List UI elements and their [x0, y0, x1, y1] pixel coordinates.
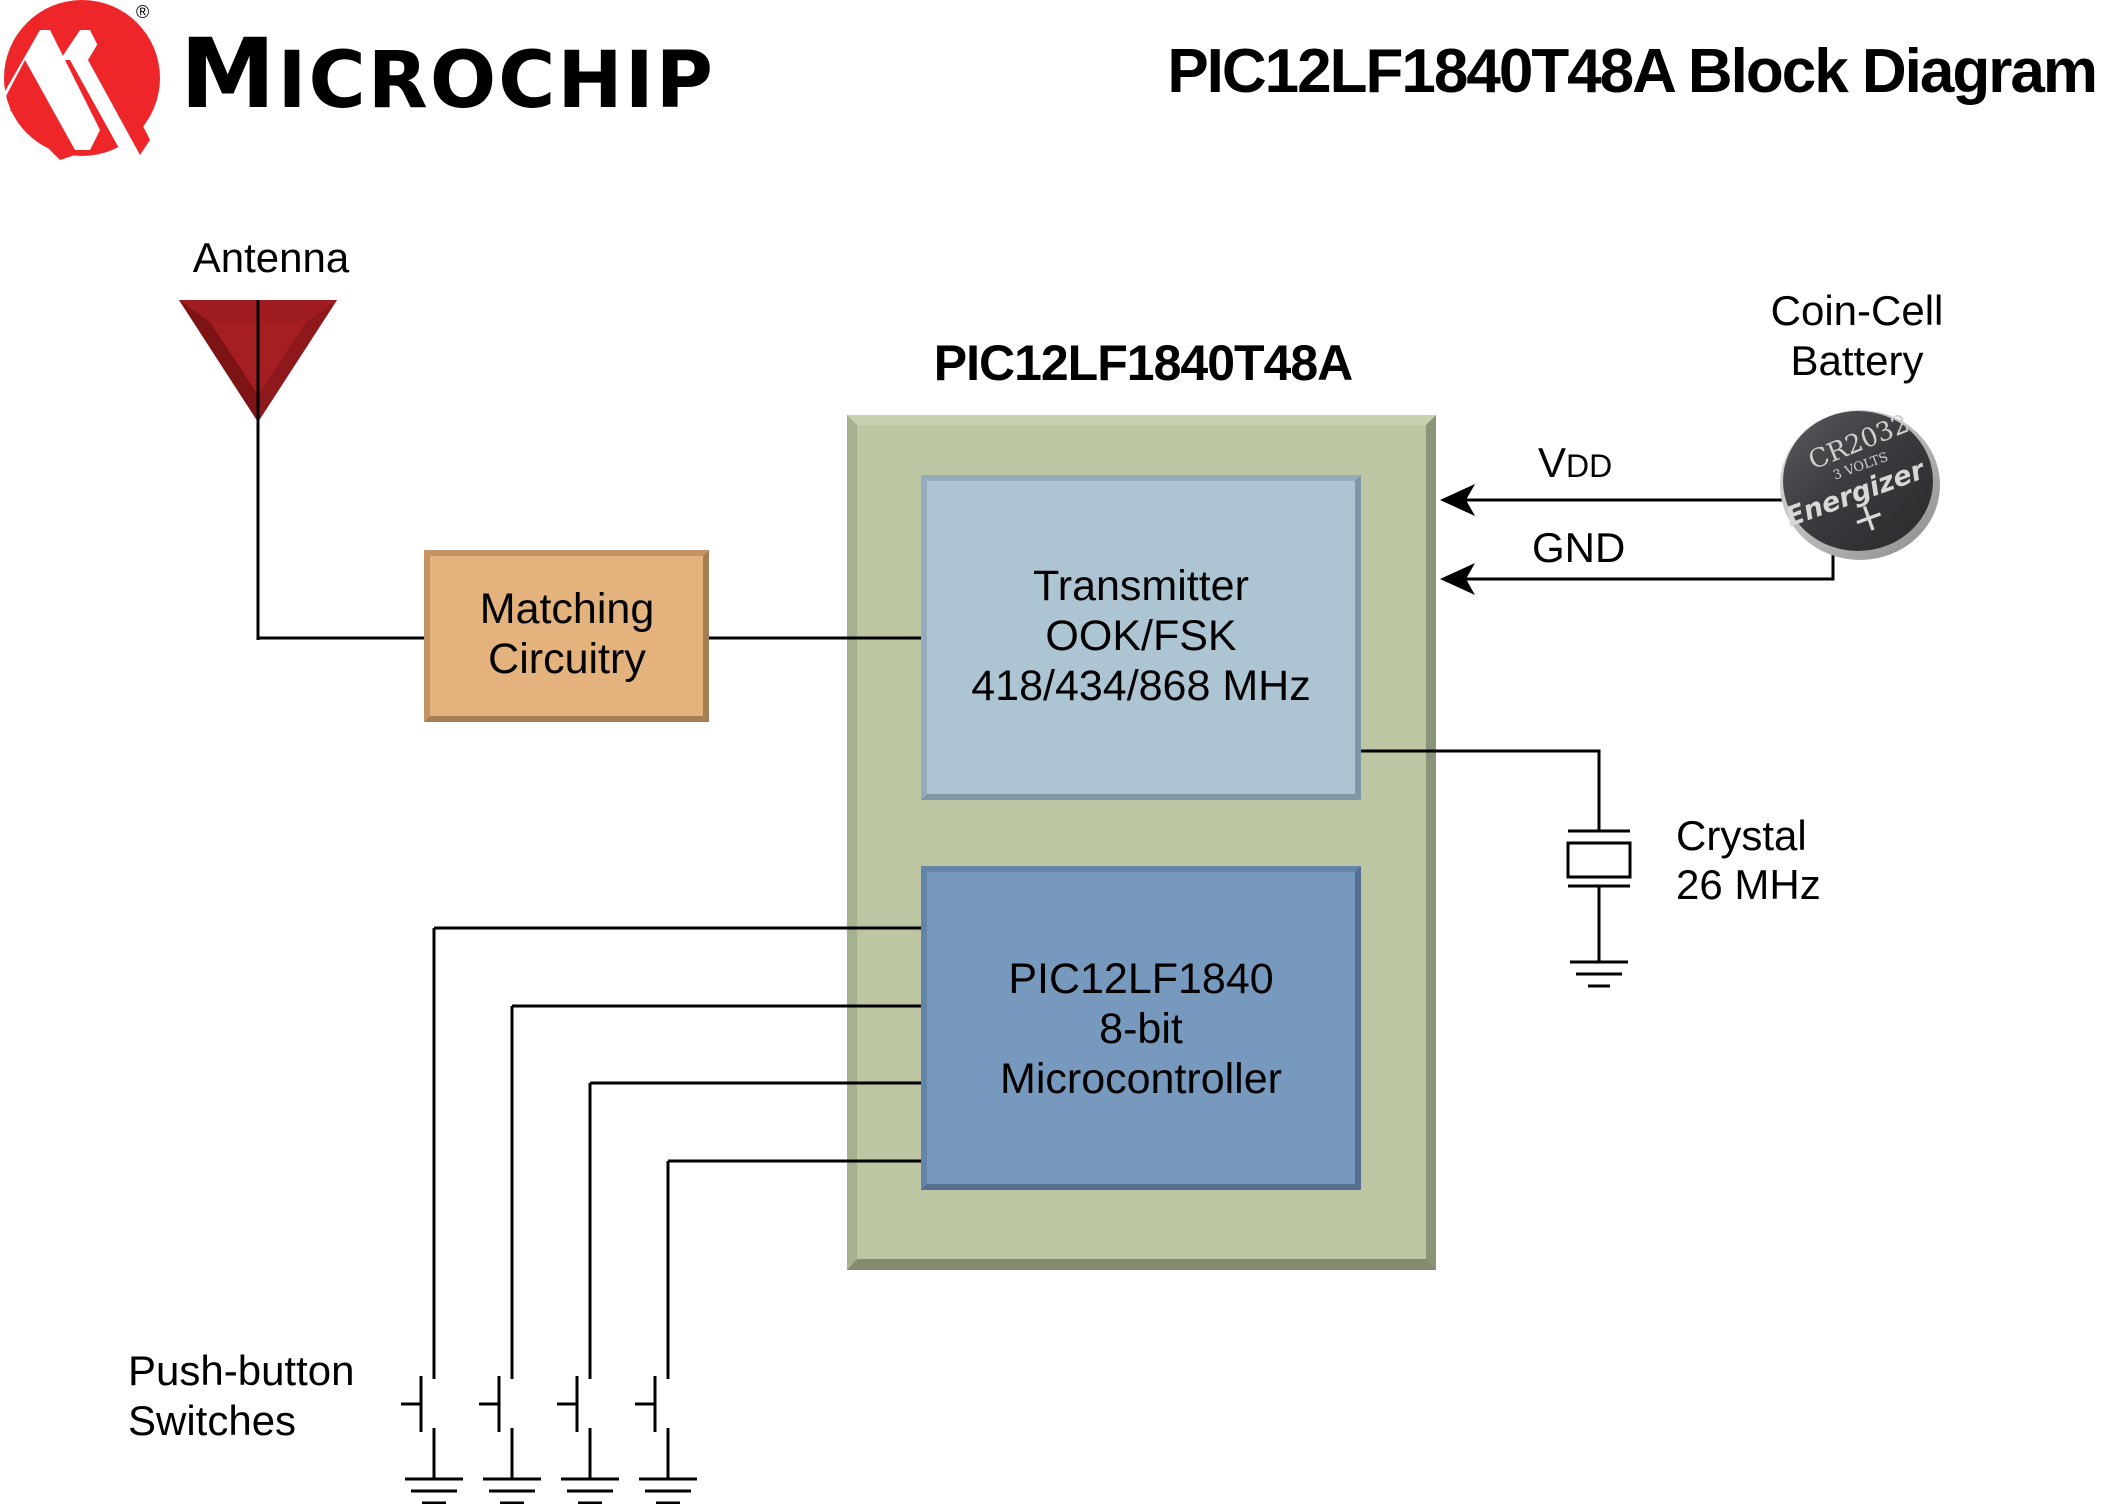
brand-rest: ICROCHIP: [278, 36, 715, 126]
crystal-label-line2: 26 MHz: [1676, 861, 1821, 908]
gnd-wire: [1460, 553, 1835, 581]
crystal-icon: [1566, 829, 1632, 888]
switch-group: [401, 926, 921, 1504]
registered-mark: ®: [136, 2, 149, 22]
gnd-label: GND: [1532, 524, 1625, 571]
crystal-wire-top: [1361, 749, 1601, 830]
antenna-label: Antenna: [193, 234, 350, 281]
mcu-label-line1: PIC12LF1840: [1008, 955, 1273, 1003]
mcu-label-line2: 8-bit: [1099, 1005, 1183, 1053]
matching-label-line2: Circuitry: [488, 635, 646, 683]
matching-label-line1: Matching: [480, 585, 654, 633]
coin-cell-battery-icon: CR2032 3 VOLTS Energizer +: [1780, 409, 1940, 560]
microchip-logo-icon: [0, 0, 160, 160]
page-title: PIC12LF1840T48A Block Diagram: [1167, 37, 2096, 106]
push-button-switch: [557, 1081, 921, 1504]
vdd-main: V: [1538, 439, 1566, 486]
vdd-subscript: DD: [1566, 448, 1612, 484]
battery-label-line2: Battery: [1790, 337, 1923, 384]
chip-title: PIC12LF1840T48A: [934, 335, 1353, 391]
microcontroller-block: PIC12LF1840 8-bit Microcontroller: [921, 866, 1361, 1190]
switches-label-line1: Push-button: [128, 1347, 355, 1394]
switch-icon: [479, 1376, 501, 1432]
vdd-label: VDD: [1538, 439, 1612, 486]
matching-circuitry-block: Matching Circuitry: [424, 550, 709, 722]
switches-label-line2: Switches: [128, 1397, 296, 1444]
gnd-arrowhead-icon: [1440, 563, 1475, 595]
crystal-label-line1: Crystal: [1676, 812, 1807, 859]
push-button-switch: [635, 1159, 921, 1504]
transmitter-block: Transmitter OOK/FSK 418/434/868 MHz: [921, 475, 1361, 800]
ground-icon: [639, 1477, 697, 1504]
transmitter-label-line2: OOK/FSK: [1045, 612, 1236, 660]
push-button-switch: [479, 1004, 921, 1504]
ground-icon: [561, 1477, 619, 1504]
microchip-logo: ® MICROCHIP: [0, 0, 715, 160]
switch-icon: [635, 1376, 657, 1432]
push-button-switch: [401, 926, 921, 1504]
mcu-label-line3: Microcontroller: [1000, 1055, 1282, 1103]
brand-first-letter: M: [180, 18, 278, 130]
transmitter-label-line1: Transmitter: [1033, 562, 1249, 610]
switch-icon: [401, 1376, 423, 1432]
crystal-ground-icon: [1570, 960, 1628, 988]
transmitter-label-line3: 418/434/868 MHz: [971, 662, 1310, 710]
battery-label-line1: Coin-Cell: [1771, 287, 1944, 334]
ground-icon: [405, 1477, 463, 1504]
switch-icon: [557, 1376, 579, 1432]
brand-name: MICROCHIP: [180, 18, 715, 130]
ground-icon: [483, 1477, 541, 1504]
vdd-arrowhead-icon: [1440, 484, 1475, 516]
